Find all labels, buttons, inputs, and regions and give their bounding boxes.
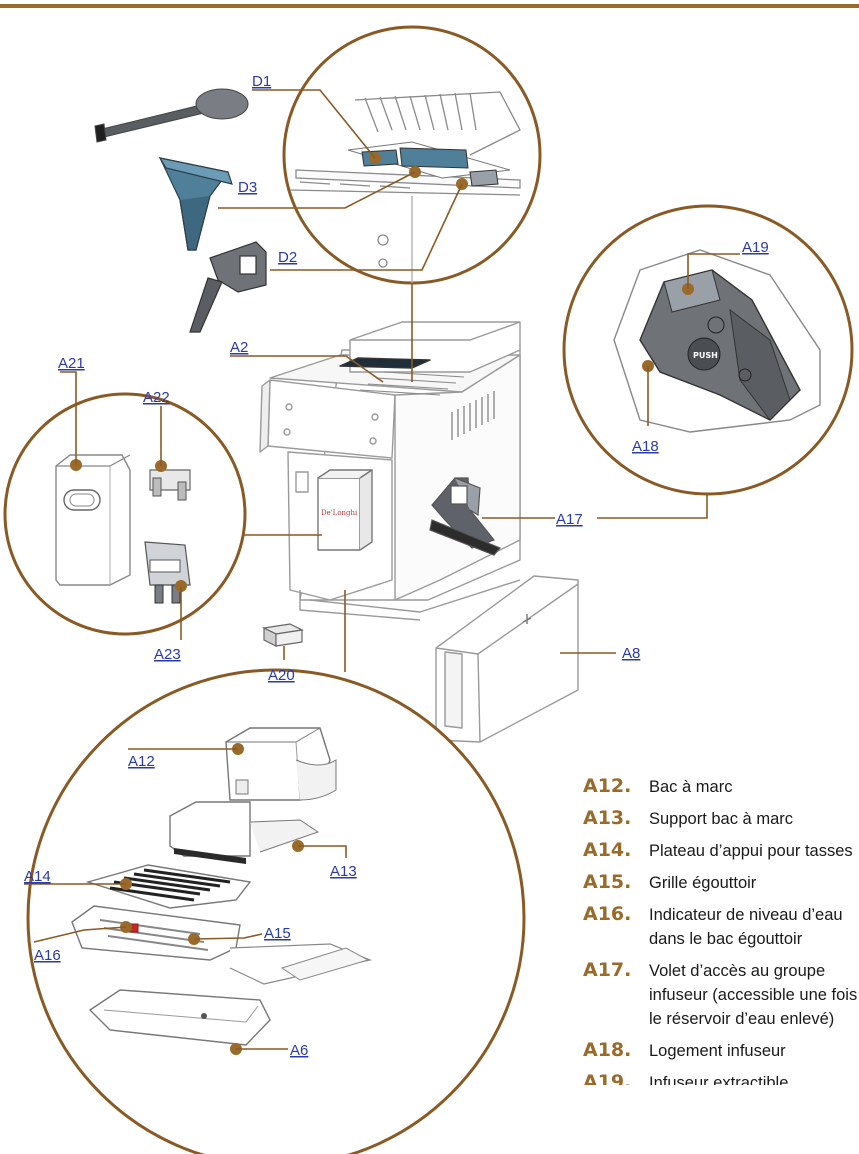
legend-item-a14: A14. Plateau d’appui pour tasses [583, 839, 859, 863]
legend-item-a13: A13. Support bac à marc [583, 807, 859, 831]
label-a15[interactable]: A15 [264, 925, 291, 942]
leader-lines [24, 89, 740, 1050]
callout-circle-drip-tray [26, 668, 526, 1154]
legend-text: Bac à marc [649, 778, 733, 796]
coffee-chute-cleaner [262, 623, 304, 647]
brand-mark: De'Longhi [321, 509, 358, 517]
callout-circle-brewing-unit [562, 204, 854, 496]
legend-text: Logement infuseur [649, 1042, 786, 1060]
legend-item-a19: A19. Infuseur extractible [583, 1071, 859, 1085]
legend-text: Infuseur extractible [649, 1074, 789, 1085]
label-a18[interactable]: A18 [632, 438, 659, 455]
hot-water-spout [189, 241, 267, 333]
legend-text: infuseur (accessible une fois [649, 986, 858, 1004]
label-d2[interactable]: D2 [278, 249, 297, 266]
label-a12[interactable]: A12 [128, 753, 155, 770]
push-label: PUSH [693, 351, 718, 360]
legend-item-a12: A12. Bac à marc [583, 775, 859, 799]
label-a17[interactable]: A17 [556, 511, 583, 528]
legend-code: A15. [583, 871, 632, 893]
label-a23[interactable]: A23 [154, 646, 181, 663]
brewing-unit-access-door [429, 477, 501, 556]
legend-text: le réservoir d’eau enlevé) [649, 1010, 835, 1028]
legend-code: A18. [583, 1039, 632, 1061]
label-a8[interactable]: A8 [622, 645, 640, 662]
legend-text: Volet d’accès au groupe [649, 962, 826, 980]
parts-legend: A12. Bac à marc A13. Support bac à marc … [583, 775, 859, 1093]
drip-tray-drawer [435, 575, 579, 743]
legend-text: Plateau d’appui pour tasses [649, 842, 853, 860]
legend-text: Indicateur de niveau d’eau [649, 906, 843, 924]
legend-text: Support bac à marc [649, 810, 793, 828]
legend-item-a18: A18. Logement infuseur [583, 1039, 859, 1063]
legend-item-a16: A16. Indicateur de niveau d’eau dans le … [583, 903, 859, 951]
legend-code: A14. [583, 839, 632, 861]
coffee-machine-body [259, 321, 521, 621]
label-a21[interactable]: A21 [58, 355, 85, 372]
legend-code: A19. [583, 1071, 632, 1085]
callout-circle-milk [3, 392, 247, 636]
label-a13[interactable]: A13 [330, 863, 357, 880]
legend-code: A17. [583, 959, 632, 981]
measuring-scoop [94, 88, 249, 143]
label-a2[interactable]: A2 [230, 339, 248, 356]
legend-text: dans le bac égouttoir [649, 930, 803, 948]
label-a19[interactable]: A19 [742, 239, 769, 256]
legend-item-a15: A15. Grille égouttoir [583, 871, 859, 895]
legend-text: Grille égouttoir [649, 874, 757, 892]
label-d3[interactable]: D3 [238, 179, 257, 196]
label-a14[interactable]: A14 [24, 868, 51, 885]
label-a22[interactable]: A22 [143, 389, 170, 406]
legend-code: A13. [583, 807, 632, 829]
pre-ground-coffee-funnel [158, 157, 233, 251]
label-a6[interactable]: A6 [290, 1042, 308, 1059]
label-d1[interactable]: D1 [252, 73, 271, 90]
label-a20[interactable]: A20 [268, 667, 295, 684]
legend-code: A12. [583, 775, 632, 797]
legend-code: A16. [583, 903, 632, 925]
label-a16[interactable]: A16 [34, 947, 61, 964]
callout-circle-accessories [282, 25, 542, 285]
legend-item-a17: A17. Volet d’accès au groupe infuseur (a… [583, 959, 859, 1031]
